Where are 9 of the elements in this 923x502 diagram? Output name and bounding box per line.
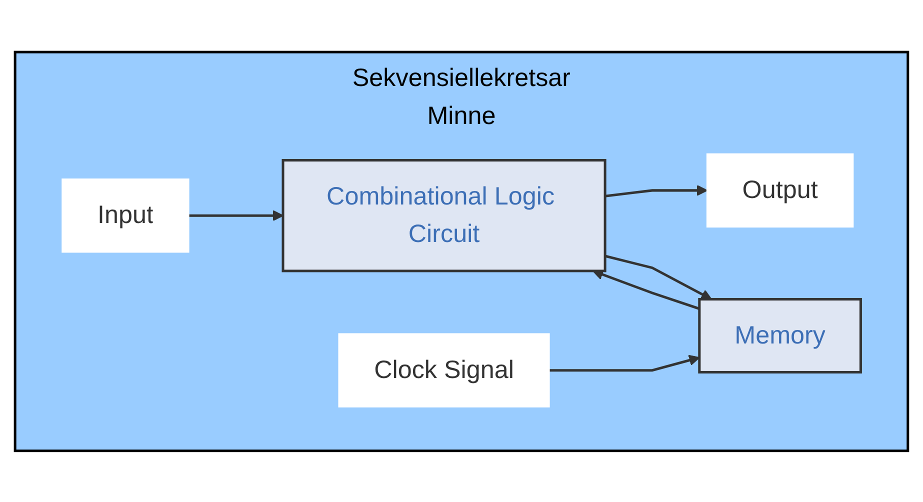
node-box: Output (706, 152, 854, 228)
arrow (604, 184, 708, 197)
node-box: Memory (698, 298, 862, 374)
node-box: Input (62, 178, 190, 252)
arrow (549, 354, 700, 372)
arrow (604, 254, 712, 300)
node-box: Clock Signal (338, 332, 550, 407)
arrow (188, 210, 284, 221)
node-box: Combinational Logic Circuit (282, 158, 606, 272)
